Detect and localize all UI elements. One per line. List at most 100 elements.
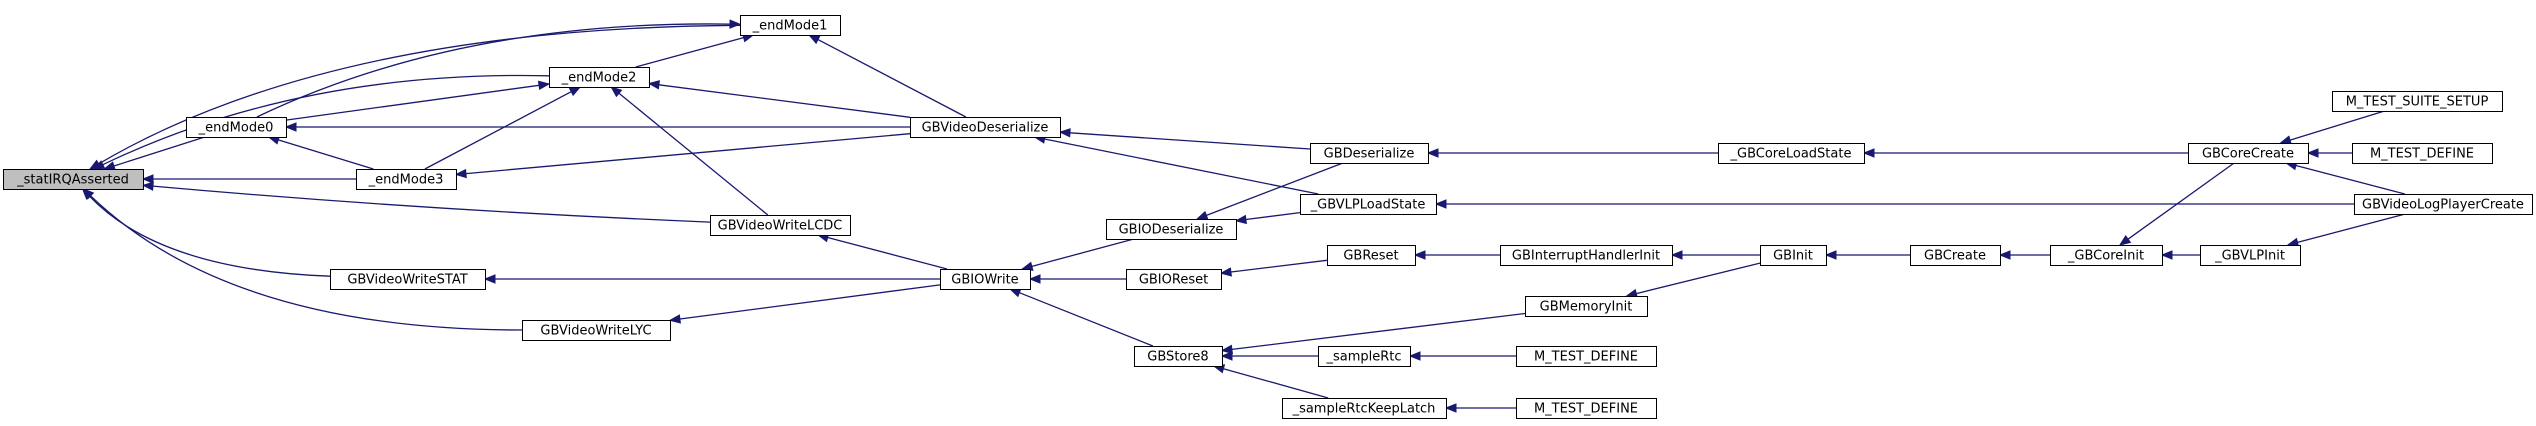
node-label: _endMode2 [561,71,637,86]
node-label: GBCreate [1924,249,1986,264]
edge-memInit-to-store8 [1231,312,1526,351]
arrowhead-store8-to-ioWrite [1008,288,1022,298]
edge-logPlayer-to-vlpInit [2297,213,2406,244]
edge-endMode2-to-endMode1 [635,36,744,68]
edge-endMode3-to-endMode0 [278,139,374,170]
node-label: _GBVLPInit [2214,249,2285,264]
node-label: GBInit [1773,249,1813,264]
node-gbInit[interactable]: GBInit [1760,245,1827,266]
edge-vidDeser-to-endMode2 [658,84,911,118]
edge-reset-to-ioReset [1230,259,1328,273]
node-ioDeser[interactable]: GBIODeserialize [1106,219,1237,240]
node-sampleRtc[interactable]: _sampleRtc [1318,346,1411,367]
node-vidDeser[interactable]: GBVideoDeserialize [910,117,1061,138]
node-ioReset[interactable]: GBIOReset [1126,269,1222,290]
node-box [549,67,650,88]
arrowhead-mtd1-to-sampleRtc [1408,351,1421,361]
node-label: GBMemoryInit [1540,300,1633,315]
node-box [940,269,1031,290]
node-endMode0[interactable]: _endMode0 [186,117,287,138]
node-box [2352,143,2493,164]
node-store8[interactable]: GBStore8 [1134,346,1223,367]
node-sampleLatch[interactable]: _sampleRtcKeepLatch [1282,398,1447,419]
node-label: M_TEST_DEFINE [1534,402,1638,417]
arrowhead-coreLoad-to-deser [1426,148,1439,158]
node-box [1516,398,1657,419]
node-box [1327,245,1416,266]
node-label: M_TEST_DEFINE [2370,147,2474,162]
arrowhead-vidDeser-to-endMode2 [647,80,660,90]
node-endMode3[interactable]: _endMode3 [356,169,457,190]
edge-suiteSetup-to-coreCreate [2289,110,2385,141]
node-box [1516,346,1657,367]
edge-vidLCDC-to-endMode2 [618,92,769,216]
node-vidSTAT[interactable]: GBVideoWriteSTAT [330,269,486,290]
node-coreLoad[interactable]: _GBCoreLoadState [1718,143,1865,164]
node-logPlayer[interactable]: GBVideoLogPlayerCreate [2354,194,2533,215]
arrowhead-vidLCDC-to-endMode2 [610,86,623,98]
arrowhead-suiteSetup-to-coreCreate [2279,135,2292,145]
arrowhead-endMode2-to-statIRQ [92,160,106,170]
node-intInit[interactable]: GBInterruptHandlerInit [1500,245,1673,266]
node-box [2354,194,2533,215]
arrowhead-mtd2-to-sampleLatch [1444,403,1457,413]
edge-vlpLoad-to-ioDeser [1245,211,1301,221]
node-label: GBVideoLogPlayerCreate [2362,198,2524,213]
node-box [740,15,841,36]
node-vlpInit[interactable]: _GBVLPInit [2200,245,2301,266]
arrowhead-endMode3-to-statIRQ [141,174,154,184]
arrowhead-vidDeser-to-endMode0 [284,122,297,132]
edge-vidDeser-to-endMode3 [465,133,911,175]
edge-ioWrite-to-vidLCDC [827,236,948,270]
node-box [1718,143,1865,164]
node-coreCreate[interactable]: GBCoreCreate [2188,143,2309,164]
node-reset[interactable]: GBReset [1327,245,1416,266]
node-box [1760,245,1827,266]
edge-coreCreate-to-coreInit [2127,162,2235,240]
node-label: GBIODeserialize [1119,223,1224,238]
arrowhead-coreCreate-to-coreLoad [1862,148,1875,158]
node-statIRQ[interactable]: _statIRQAsserted [3,169,144,190]
arrowhead-ioReset-to-ioWrite [1028,274,1041,284]
edge-store8-to-ioWrite [1019,292,1154,347]
node-label: _endMode3 [368,173,444,188]
node-endMode2[interactable]: _endMode2 [549,67,650,88]
node-box [3,169,144,190]
arrowhead-endMode0-to-endMode2 [537,80,551,90]
node-memInit[interactable]: GBMemoryInit [1525,296,1648,317]
edge-endMode1-to-statIRQ [98,24,741,165]
edge-sampleLatch-to-store8 [1223,368,1329,399]
node-label: _sampleRtcKeepLatch [1292,402,1436,417]
node-box [1282,398,1447,419]
edge-endMode3-to-endMode2 [424,91,572,170]
node-gbCreate[interactable]: GBCreate [1910,245,2001,266]
node-suiteSetup[interactable]: M_TEST_SUITE_SETUP [2332,91,2503,112]
node-coreInit[interactable]: _GBCoreInit [2050,245,2163,266]
node-label: GBCoreCreate [2202,147,2294,162]
arrowhead-deser-to-vidDeser [1058,128,1071,138]
node-box [2188,143,2309,164]
node-mtd3[interactable]: M_TEST_DEFINE [2352,143,2493,164]
edge-endMode0-to-endMode2 [285,84,540,121]
node-box [1910,245,2001,266]
node-endMode1[interactable]: _endMode1 [740,15,841,36]
node-box [522,320,671,341]
node-deser[interactable]: GBDeserialize [1310,143,1429,164]
arrowhead-ioWrite-to-vidSTAT [483,274,496,284]
node-label: GBVideoWriteLYC [540,324,651,339]
node-mtd2[interactable]: M_TEST_DEFINE [1516,398,1657,419]
call-graph-nodes: _statIRQAsserted _endMode1 _endMode2 _endMo… [3,15,2533,419]
node-ioWrite[interactable]: GBIOWrite [940,269,1031,290]
node-label: M_TEST_DEFINE [1534,350,1638,365]
node-mtd1[interactable]: M_TEST_DEFINE [1516,346,1657,367]
edge-gbInit-to-memInit [1636,262,1761,295]
node-label: GBReset [1343,249,1398,264]
node-vlpLoad[interactable]: _GBVLPLoadState [1300,194,1437,215]
edge-logPlayer-to-coreCreate [2295,164,2405,195]
node-vidLCDC[interactable]: GBVideoWriteLCDC [710,215,851,236]
edge-deser-to-ioDeser [1206,162,1344,217]
arrowhead-memInit-to-store8 [1220,344,1233,355]
node-vidLYC[interactable]: GBVideoWriteLYC [522,320,671,341]
node-label: GBIOReset [1139,273,1208,288]
